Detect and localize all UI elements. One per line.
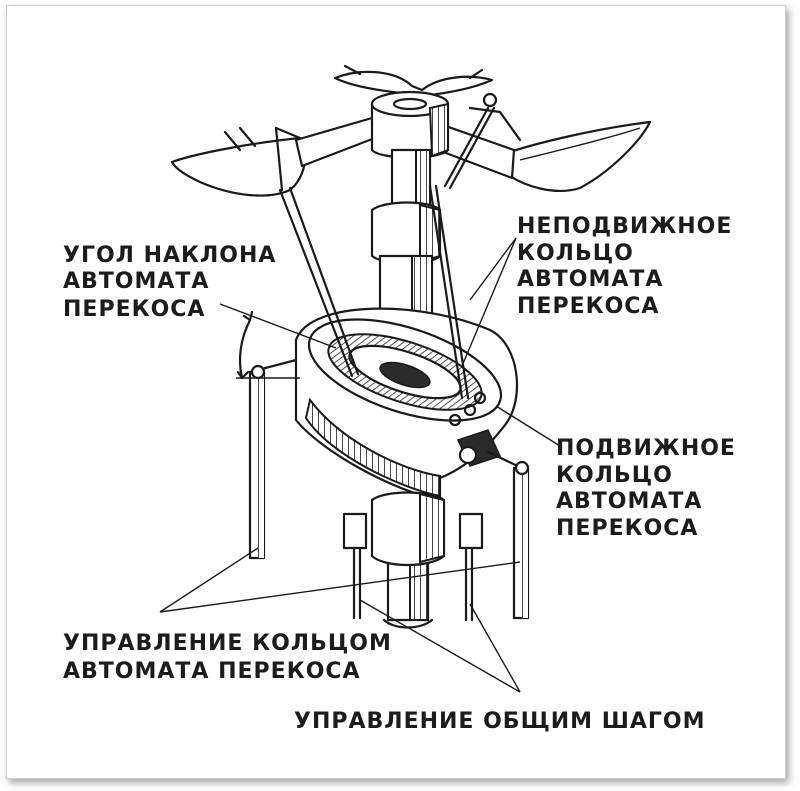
svg-text:АВТОМАТА: АВТОМАТА: [63, 269, 209, 294]
svg-text:АВТОМАТА: АВТОМАТА: [517, 267, 663, 292]
swashplate-rings: [294, 307, 519, 502]
rotor-hub: [370, 90, 450, 159]
rotor-mast: [370, 148, 442, 629]
svg-text:УПРАВЛЕНИЕ ОБЩИМ ШАГОМ: УПРАВЛЕНИЕ ОБЩИМ ШАГОМ: [294, 709, 706, 734]
svg-text:НЕПОДВИЖНОЕ: НЕПОДВИЖНОЕ: [517, 214, 732, 239]
svg-text:КОЛЬЦО: КОЛЬЦО: [517, 241, 634, 266]
collective-sleeve: [342, 491, 484, 622]
cyclic-rods: [248, 358, 530, 620]
svg-text:АВТОМАТА: АВТОМАТА: [556, 489, 702, 514]
tilt-angle-marker: [236, 310, 300, 380]
label-fixed-ring: НЕПОДВИЖНОЕ КОЛЬЦО АВТОМАТА ПЕРЕКОСА: [517, 214, 732, 319]
rotor-blades: [170, 64, 652, 197]
svg-text:УПРАВЛЕНИЕ КОЛЬЦОМ: УПРАВЛЕНИЕ КОЛЬЦОМ: [63, 631, 392, 656]
svg-text:ПЕРЕКОСА: ПЕРЕКОСА: [556, 516, 698, 541]
svg-text:ПЕРЕКОСА: ПЕРЕКОСА: [63, 297, 205, 322]
label-collective-control: УПРАВЛЕНИЕ ОБЩИМ ШАГОМ: [294, 709, 706, 734]
label-moving-ring: ПОДВИЖНОЕ КОЛЬЦО АВТОМАТА ПЕРЕКОСА: [556, 436, 736, 541]
label-ring-control: УПРАВЛЕНИЕ КОЛЬЦОМ АВТОМАТА ПЕРЕКОСА: [63, 631, 392, 684]
label-tilt-angle: УГОЛ НАКЛОНА АВТОМАТА ПЕРЕКОСА: [63, 243, 276, 322]
pitch-links: [274, 92, 498, 400]
svg-text:ПЕРЕКОСА: ПЕРЕКОСА: [517, 294, 659, 319]
leader-lines: [159, 237, 561, 693]
svg-text:УГОЛ НАКЛОНА: УГОЛ НАКЛОНА: [63, 243, 276, 268]
svg-text:КОЛЬЦО: КОЛЬЦО: [556, 463, 673, 488]
svg-text:АВТОМАТА ПЕРЕКОСА: АВТОМАТА ПЕРЕКОСА: [63, 659, 361, 684]
svg-text:ПОДВИЖНОЕ: ПОДВИЖНОЕ: [556, 436, 736, 461]
